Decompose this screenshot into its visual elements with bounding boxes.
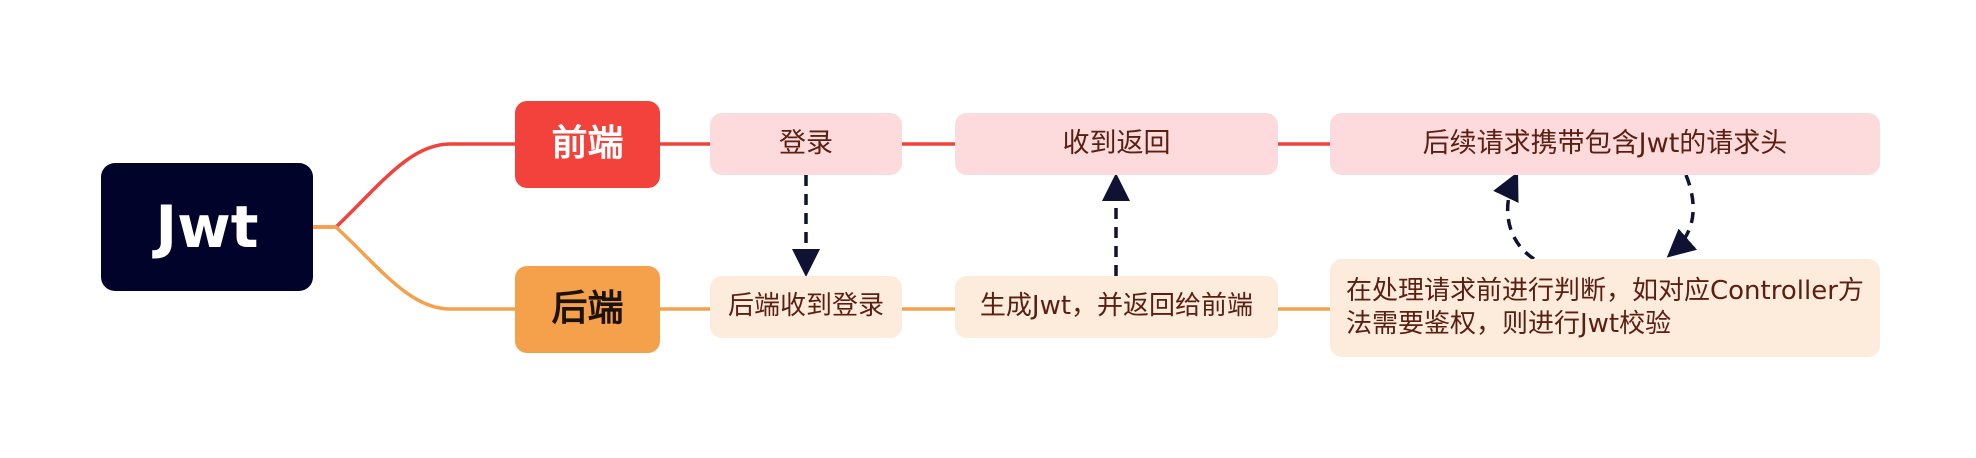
backend-generate-jwt-node[interactable]: 生成Jwt，并返回给前端 [955,276,1278,338]
frontend-branch-node[interactable]: 前端 [515,101,660,188]
root-to-frontend-link [313,142,515,229]
backend-generate-jwt-label: 生成Jwt，并返回给前端 [979,291,1254,322]
backend-login-label: 后端收到登录 [727,291,884,322]
frontend-request-header-label: 后续请求携带包含Jwt的请求头 [1422,127,1788,159]
frontend-receive-node[interactable]: 收到返回 [955,113,1278,175]
frontend-login-node[interactable]: 登录 [710,113,902,175]
root-node[interactable]: Jwt [101,163,313,291]
backend-auth-check-node[interactable]: 在处理请求前进行判断，如对应Controller方法需要鉴权，则进行Jwt校验 [1330,259,1880,357]
frontend-request-header-node[interactable]: 后续请求携带包含Jwt的请求头 [1330,113,1880,175]
frontend-receive-label: 收到返回 [1062,127,1171,159]
backend-auth-check-label: 在处理请求前进行判断，如对应Controller方法需要鉴权，则进行Jwt校验 [1346,275,1864,339]
root-to-backend-link [313,225,515,311]
root-label: Jwt [155,192,259,261]
backend-login-node[interactable]: 后端收到登录 [710,276,902,338]
backend-branch-label: 后端 [551,288,624,330]
frontend-login-label: 登录 [779,127,833,159]
frontend-branch-label: 前端 [551,123,624,165]
backend-branch-node[interactable]: 后端 [515,266,660,353]
request-to-check-arrow [1666,174,1698,258]
check-to-request-arrow [1493,171,1535,261]
